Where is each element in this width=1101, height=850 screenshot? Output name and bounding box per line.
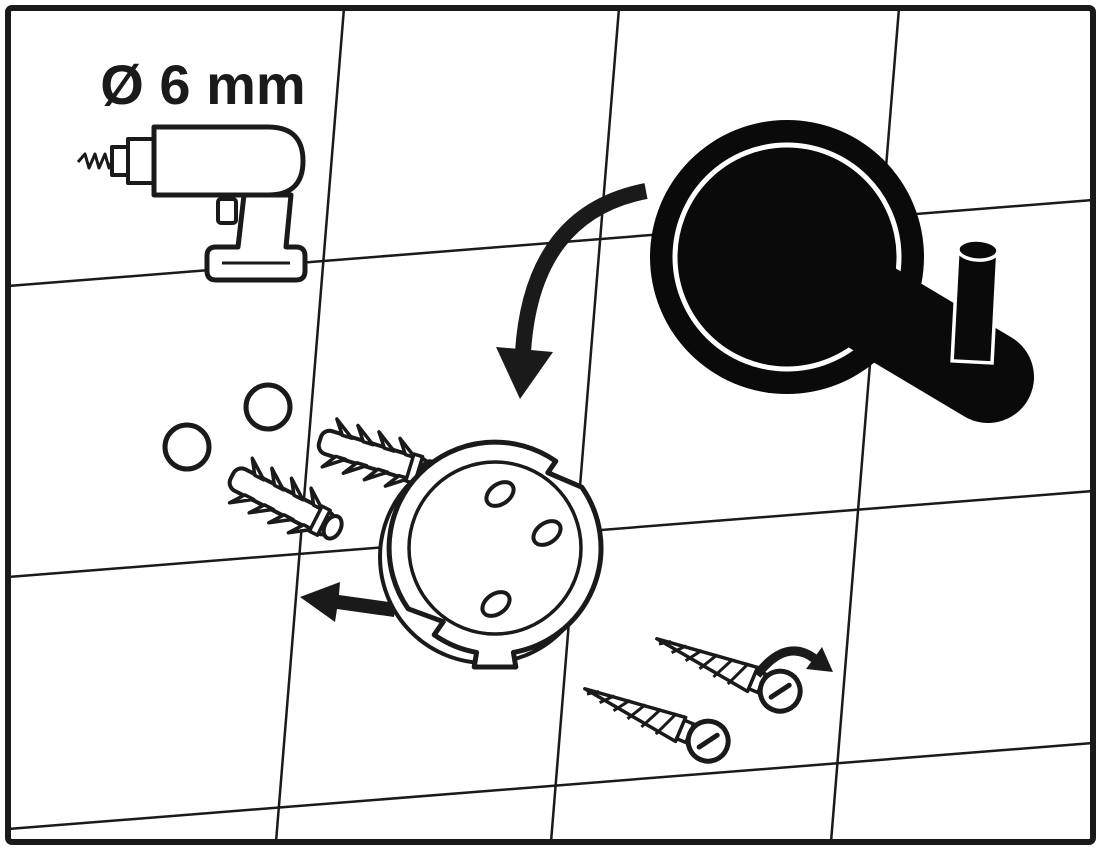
push-direction-arrow	[300, 582, 396, 622]
wall-hook	[650, 120, 1034, 423]
hook-peg	[950, 238, 1000, 365]
drill-handle	[204, 192, 308, 283]
drill-chuck	[126, 137, 156, 185]
plate-screw-hole	[480, 590, 512, 618]
tile-grid-line	[7, 741, 1094, 831]
hook-peg-shaft	[950, 247, 1000, 365]
diagram-frame	[5, 5, 1096, 845]
screw-rotation-arc	[753, 646, 818, 678]
drill-chuck-tip	[110, 145, 130, 177]
plate-screw-hole	[484, 480, 516, 508]
drill-hole	[162, 422, 212, 472]
mounting-plate	[378, 439, 604, 670]
twist-arrow-head	[496, 347, 553, 399]
hook-peg-top-face	[956, 238, 1000, 262]
drill-body	[151, 124, 306, 198]
plate-screw-hole	[531, 519, 563, 547]
tile-grid-line	[549, 7, 621, 843]
mounting-plate-face	[386, 439, 604, 670]
screw-rotation-arrow	[753, 646, 833, 678]
twist-direction-arrow	[496, 183, 648, 399]
screw-rotation-arrow-head	[806, 647, 833, 672]
mounting-plate-inner-rim	[407, 460, 583, 636]
drill-trigger	[216, 197, 238, 225]
tile-grid-line	[829, 7, 901, 843]
drill-holes	[162, 382, 293, 472]
twist-arrow-arc	[515, 183, 648, 353]
power-drill-icon	[76, 124, 308, 283]
hook-rosette-highlight-ring	[672, 142, 902, 372]
drill-diameter-label: Ø 6 mm	[100, 53, 305, 116]
drill-hole	[243, 382, 293, 432]
tile-grid-line	[274, 7, 346, 843]
